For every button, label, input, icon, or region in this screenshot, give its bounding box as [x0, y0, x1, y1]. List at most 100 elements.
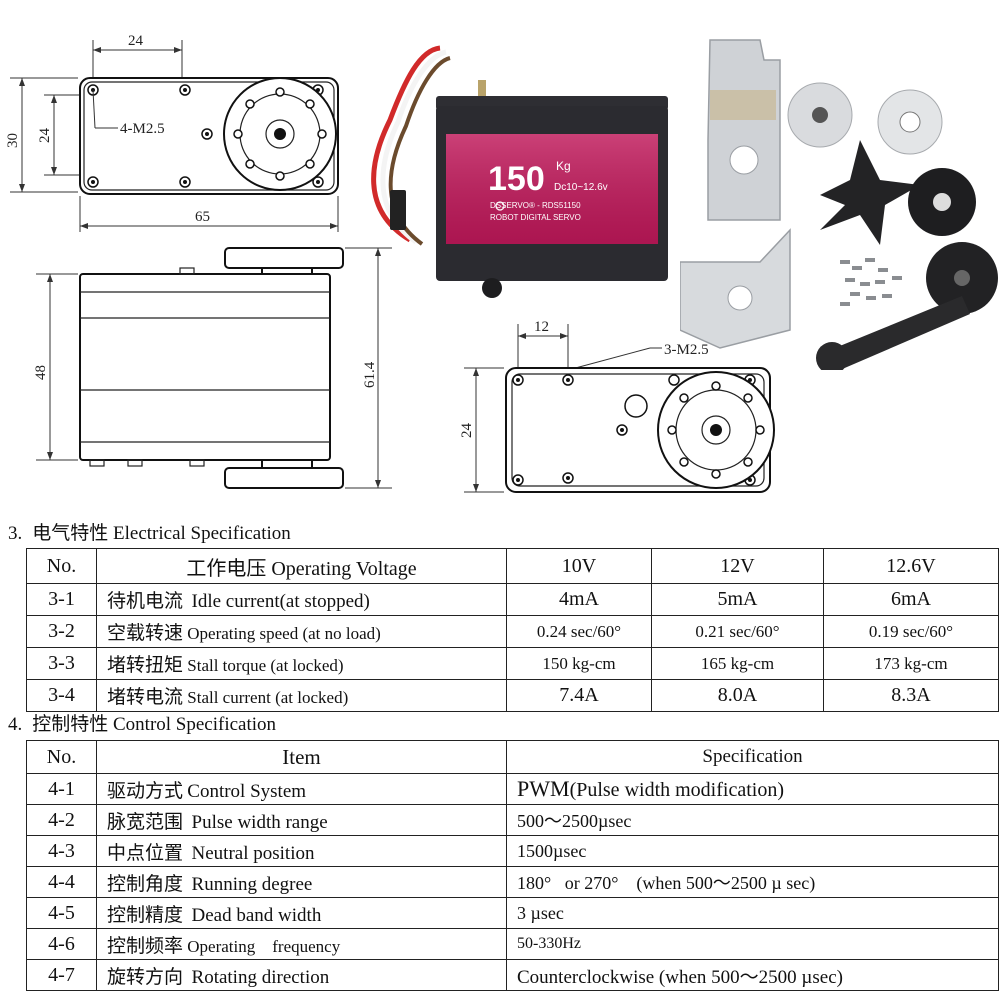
- table-row: 3-1 待机电流 Idle current(at stopped) 4mA 5m…: [26, 583, 999, 616]
- table-row: 4-7 旋转方向 Rotating direction Counterclock…: [26, 959, 999, 991]
- dim-24-inner: 24: [37, 128, 53, 144]
- value-12-6v: 173 kg-cm: [823, 647, 999, 680]
- table-row: 4-2 脉宽范围 Pulse width range 500～2500µsec: [26, 804, 999, 836]
- item-en: Stall current (at locked): [187, 688, 349, 707]
- item-en: Running degree: [191, 873, 313, 895]
- dim-24-bottom: 24: [459, 423, 475, 439]
- value-12v: 5mA: [651, 583, 824, 616]
- table-row: 3-4 堵转电流 Stall current (at locked) 7.4A …: [26, 679, 999, 712]
- label-brand: DSSERVO® - RDS51150: [490, 201, 581, 210]
- item-en: Dead band width: [191, 904, 322, 926]
- value-12-6v: 0.19 sec/60°: [823, 615, 999, 648]
- row-spec: 3 µsec: [506, 897, 999, 929]
- spec-rest: (Pulse width modification): [569, 779, 784, 801]
- bottom-view-drawing: 12 3-M2.5 24: [459, 319, 775, 493]
- item-cn: 控制精度: [107, 904, 184, 926]
- row-no: 4-6: [26, 928, 97, 960]
- item-en: Neutral position: [191, 842, 315, 864]
- item-cn: 控制角度: [107, 873, 184, 895]
- header-specification: Specification: [506, 740, 999, 774]
- value-10v: 7.4A: [506, 679, 652, 712]
- item-cn: 驱动方式: [107, 780, 184, 802]
- table-row: 4-3 中点位置 Neutral position 1500µsec: [26, 835, 999, 867]
- item-en: Operating speed (at no load): [187, 624, 381, 643]
- item-cn: 控制频率: [107, 935, 184, 957]
- item-cn: 堵转电流: [107, 687, 184, 708]
- control-section-title: 4. 控制特性 Control Specification: [8, 714, 276, 736]
- table-row: 4-6 控制频率 Operating frequency 50-330Hz: [26, 928, 999, 960]
- row-item: 待机电流 Idle current(at stopped): [96, 583, 507, 616]
- item-en: Rotating direction: [191, 966, 330, 988]
- dim-65: 65: [195, 209, 210, 225]
- header-no: No.: [26, 548, 97, 584]
- row-item: 控制频率 Operating frequency: [96, 928, 507, 960]
- value-12v: 0.21 sec/60°: [651, 615, 824, 648]
- dim-48: 48: [33, 365, 49, 380]
- row-no: 4-2: [26, 804, 97, 836]
- table-header-row: No. Item Specification: [26, 740, 999, 774]
- dim-61-4: 61.4: [362, 361, 378, 388]
- header-voltage-10v: 10V: [506, 548, 652, 584]
- item-en: Stall torque (at locked): [187, 656, 344, 675]
- dim-24-top: 24: [128, 33, 144, 49]
- row-item: 旋转方向 Rotating direction: [96, 959, 507, 991]
- side-view-drawing: 48 61.4: [33, 247, 392, 489]
- row-no: 3-3: [26, 647, 97, 680]
- row-no: 3-1: [26, 583, 97, 616]
- value-10v: 4mA: [506, 583, 652, 616]
- item-cn: 空载转速: [107, 623, 184, 644]
- item-en: Control System: [187, 780, 307, 802]
- row-no: 3-2: [26, 615, 97, 648]
- row-spec: 180° or 270° (when 500～2500 µ sec): [506, 866, 999, 898]
- table-row: 4-5 控制精度 Dead band width 3 µsec: [26, 897, 999, 929]
- label-voltage: Dc10~12.6v: [554, 182, 608, 193]
- row-item: 驱动方式 Control System: [96, 773, 507, 805]
- item-en: Pulse width range: [191, 811, 328, 833]
- row-item: 空载转速 Operating speed (at no load): [96, 615, 507, 648]
- hole-note-3-m2-5: 3-M2.5: [664, 342, 709, 358]
- control-spec-table: No. Item Specification 4-1 驱动方式 Control …: [26, 740, 999, 991]
- value-10v: 0.24 sec/60°: [506, 615, 652, 648]
- electrical-section-title: 3. 电气特性 Electrical Specification: [8, 523, 291, 545]
- value-12v: 165 kg-cm: [651, 647, 824, 680]
- hole-note-4-m2-5: 4-M2.5: [120, 121, 165, 137]
- item-cn: 旋转方向: [107, 966, 184, 988]
- row-no: 4-3: [26, 835, 97, 867]
- control-section-label: 控制特性 Control Specification: [32, 714, 277, 735]
- item-en: Idle current(at stopped): [191, 591, 370, 612]
- header-voltage-12-6v: 12.6V: [823, 548, 999, 584]
- header-item: Item: [96, 740, 507, 774]
- header-operating-voltage: 工作电压 Operating Voltage: [96, 548, 507, 584]
- row-no: 3-4: [26, 679, 97, 712]
- row-spec: PWM(Pulse width modification): [506, 773, 999, 805]
- electrical-section-label: 电气特性 Electrical Specification: [32, 523, 291, 544]
- item-en: Operating frequency: [187, 936, 341, 956]
- row-no: 4-7: [26, 959, 97, 991]
- row-item: 堵转电流 Stall current (at locked): [96, 679, 507, 712]
- top-view-drawing: 24 30 24 4-M2.5 65: [5, 33, 339, 232]
- row-spec: Counterclockwise (when 500～2500 µsec): [506, 959, 999, 991]
- table-row: 3-2 空载转速 Operating speed (at no load) 0.…: [26, 615, 999, 648]
- item-cn: 中点位置: [107, 842, 184, 864]
- label-weight: 150: [488, 160, 545, 198]
- row-item: 脉宽范围 Pulse width range: [96, 804, 507, 836]
- row-no: 4-1: [26, 773, 97, 805]
- value-12-6v: 8.3A: [823, 679, 999, 712]
- electrical-section-number: 3.: [8, 523, 23, 544]
- dim-12: 12: [534, 319, 549, 335]
- table-header-row: No. 工作电压 Operating Voltage 10V 12V 12.6V: [26, 548, 999, 584]
- label-type: ROBOT DIGITAL SERVO: [490, 213, 581, 222]
- dim-30: 30: [5, 133, 21, 148]
- row-no: 4-5: [26, 897, 97, 929]
- value-10v: 150 kg-cm: [506, 647, 652, 680]
- item-cn: 脉宽范围: [107, 811, 184, 833]
- table-row: 4-1 驱动方式 Control System PWM(Pulse width …: [26, 773, 999, 805]
- control-section-number: 4.: [8, 714, 23, 735]
- value-12-6v: 6mA: [823, 583, 999, 616]
- header-voltage-12v: 12V: [651, 548, 824, 584]
- row-spec: 1500µsec: [506, 835, 999, 867]
- value-12v: 8.0A: [651, 679, 824, 712]
- row-item: 控制精度 Dead band width: [96, 897, 507, 929]
- spec-main: PWM: [517, 776, 570, 801]
- electrical-spec-table: No. 工作电压 Operating Voltage 10V 12V 12.6V…: [26, 548, 999, 712]
